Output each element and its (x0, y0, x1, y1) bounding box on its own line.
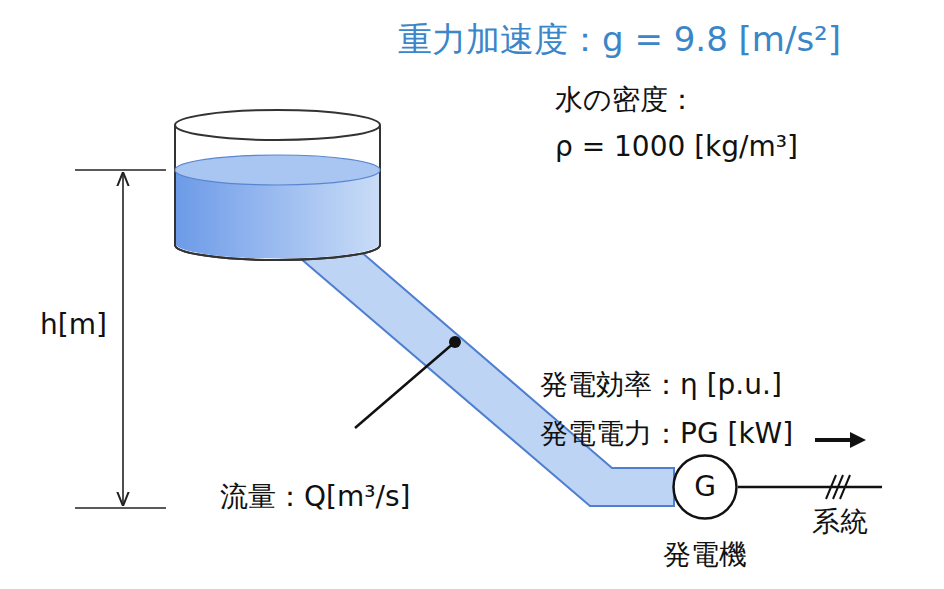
label: 重力加速度：g = 9.8 [m/s²] (398, 21, 841, 58)
three-phase-mark (826, 475, 850, 499)
label: ρ = 1000 [kg/m³] (555, 132, 798, 163)
label: 発電電力：PG [kW] (540, 419, 793, 450)
label: 発電効率：η [p.u.] (540, 370, 782, 401)
label: h[m] (40, 310, 107, 341)
label: 水の密度： (555, 85, 696, 116)
label: 流量：Q[m³/s] (220, 482, 410, 513)
generator-symbol: G (672, 454, 738, 520)
water-surface (175, 155, 380, 185)
tank-body (175, 125, 380, 260)
dimension-arrow (122, 172, 124, 506)
dimension-tick (75, 507, 166, 509)
power-arrow (815, 438, 852, 442)
leader-line (355, 342, 455, 428)
dimension-tick (75, 169, 166, 171)
label: 系統 (812, 507, 868, 538)
generator-circle: G発電機 (672, 454, 738, 520)
tank-rim (175, 110, 380, 140)
power-arrowhead (850, 432, 866, 448)
grid-line (738, 486, 882, 489)
generator-name: 発電機 (663, 540, 747, 571)
